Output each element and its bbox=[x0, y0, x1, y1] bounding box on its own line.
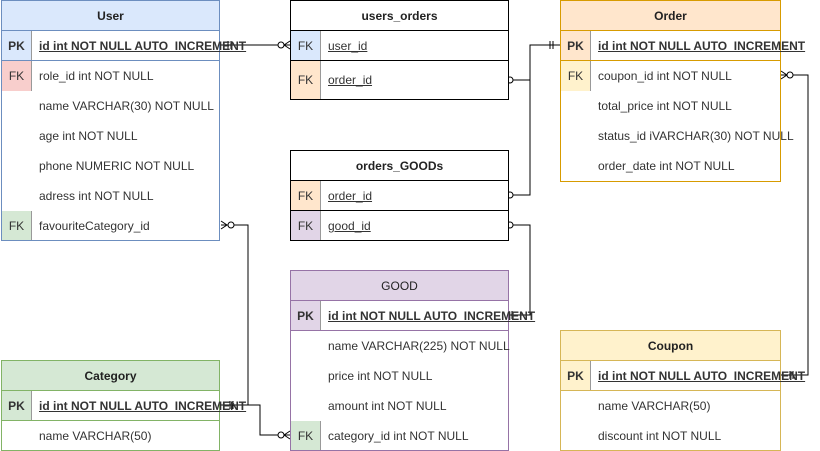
table-row: name VARCHAR(50) bbox=[2, 421, 219, 450]
table-category: Category PK id int NOT NULL AUTO_INCREME… bbox=[1, 360, 247, 451]
field-name: name VARCHAR(50) bbox=[39, 429, 152, 443]
table-row: age int NOT NULL bbox=[2, 121, 219, 151]
table-row: PK id int NOT NULL AUTO_INCREMENT bbox=[291, 301, 536, 331]
table-users-orders: users_orders FK user_id FK order_id bbox=[290, 0, 509, 100]
fk-badge: FK bbox=[291, 211, 321, 240]
table-title: Order bbox=[561, 1, 780, 31]
field-name: id int NOT NULL AUTO_INCREMENT bbox=[328, 309, 536, 323]
table-row: order_date int NOT NULL bbox=[561, 151, 780, 181]
field-name: good_id bbox=[328, 219, 371, 233]
field-name: role_id int NOT NULL bbox=[39, 69, 154, 83]
table-row: FK good_id bbox=[291, 211, 508, 240]
fk-badge: FK bbox=[561, 61, 591, 91]
table-row: amount int NOT NULL bbox=[291, 391, 508, 421]
field-name: name VARCHAR(225) NOT NULL bbox=[328, 339, 510, 353]
field-name: name VARCHAR(50) bbox=[598, 399, 711, 413]
pk-badge: PK bbox=[561, 361, 591, 390]
table-row: PK id int NOT NULL AUTO_INCREMENT bbox=[2, 391, 247, 421]
field-name: status_id iVARCHAR(30) NOT NULL bbox=[598, 129, 794, 143]
table-row: phone NUMERIC NOT NULL bbox=[2, 151, 219, 181]
field-name: id int NOT NULL AUTO_INCREMENT bbox=[39, 399, 247, 413]
table-row: FK coupon_id int NOT NULL bbox=[561, 61, 780, 91]
table-order: Order PK id int NOT NULL AUTO_INCREMENT … bbox=[560, 0, 806, 182]
table-row: PK id int NOT NULL AUTO_INCREMENT bbox=[561, 361, 806, 391]
table-good: GOOD PK id int NOT NULL AUTO_INCREMENT n… bbox=[290, 270, 536, 451]
table-row: FK user_id bbox=[291, 31, 508, 61]
rel-user-category bbox=[221, 224, 249, 406]
table-title: Coupon bbox=[561, 331, 780, 361]
rel-order-coupon bbox=[781, 74, 809, 376]
field-name: amount int NOT NULL bbox=[328, 399, 447, 413]
table-row: price int NOT NULL bbox=[291, 361, 508, 391]
table-orders-goods: orders_GOODs FK order_id FK good_id bbox=[290, 150, 509, 241]
field-name: adress int NOT NULL bbox=[39, 189, 154, 203]
pk-badge: PK bbox=[561, 31, 591, 60]
table-title: orders_GOODs bbox=[291, 151, 508, 181]
field-name: name VARCHAR(30) NOT NULL bbox=[39, 99, 214, 113]
table-row: adress int NOT NULL bbox=[2, 181, 219, 211]
table-title: Category bbox=[2, 361, 219, 391]
field-name: order_id bbox=[328, 73, 373, 87]
fk-badge: FK bbox=[2, 211, 32, 240]
table-title: User bbox=[2, 1, 219, 31]
rel-orders-goods-good bbox=[501, 224, 531, 316]
field-name: favouriteCategory_id bbox=[39, 219, 150, 233]
fk-badge: FK bbox=[291, 421, 321, 450]
table-row: PK id int NOT NULL AUTO_INCREMENT bbox=[2, 31, 247, 61]
table-title: users_orders bbox=[291, 1, 508, 31]
field-name: phone NUMERIC NOT NULL bbox=[39, 159, 195, 173]
pk-badge: PK bbox=[2, 31, 32, 60]
field-name: user_id bbox=[328, 39, 368, 53]
field-name: discount int NOT NULL bbox=[598, 429, 722, 443]
table-row: FK favouriteCategory_id bbox=[2, 211, 219, 240]
fk-badge: FK bbox=[291, 181, 321, 210]
table-title: GOOD bbox=[291, 271, 508, 301]
table-row: name VARCHAR(30) NOT NULL bbox=[2, 91, 219, 121]
table-row: PK id int NOT NULL AUTO_INCREMENT bbox=[561, 31, 806, 61]
field-name: id int NOT NULL AUTO_INCREMENT bbox=[39, 39, 247, 53]
table-row: discount int NOT NULL bbox=[561, 421, 780, 450]
field-name: total_price int NOT NULL bbox=[598, 99, 732, 113]
table-row: FK order_id bbox=[291, 181, 508, 211]
pk-badge: PK bbox=[2, 391, 32, 420]
pk-badge: PK bbox=[291, 301, 321, 330]
fk-badge: FK bbox=[291, 61, 321, 99]
fk-badge: FK bbox=[2, 61, 32, 91]
field-name: order_date int NOT NULL bbox=[598, 159, 735, 173]
table-row: FK role_id int NOT NULL bbox=[2, 61, 219, 91]
table-row: name VARCHAR(225) NOT NULL bbox=[291, 331, 510, 361]
table-row: FK order_id bbox=[291, 61, 508, 99]
field-name: id int NOT NULL AUTO_INCREMENT bbox=[598, 369, 806, 383]
field-name: age int NOT NULL bbox=[39, 129, 138, 143]
table-row: total_price int NOT NULL bbox=[561, 91, 780, 121]
table-coupon: Coupon PK id int NOT NULL AUTO_INCREMENT… bbox=[560, 330, 806, 451]
field-name: category_id int NOT NULL bbox=[328, 429, 469, 443]
rel-category-good bbox=[221, 404, 290, 436]
field-name: order_id bbox=[328, 189, 373, 203]
table-row: name VARCHAR(50) bbox=[561, 391, 780, 421]
table-row: FK category_id int NOT NULL bbox=[291, 421, 508, 450]
table-row: status_id iVARCHAR(30) NOT NULL bbox=[561, 121, 794, 151]
field-name: coupon_id int NOT NULL bbox=[598, 69, 732, 83]
field-name: price int NOT NULL bbox=[328, 369, 433, 383]
table-user: User PK id int NOT NULL AUTO_INCREMENT F… bbox=[1, 0, 247, 241]
field-name: id int NOT NULL AUTO_INCREMENT bbox=[598, 39, 806, 53]
fk-badge: FK bbox=[291, 31, 321, 60]
